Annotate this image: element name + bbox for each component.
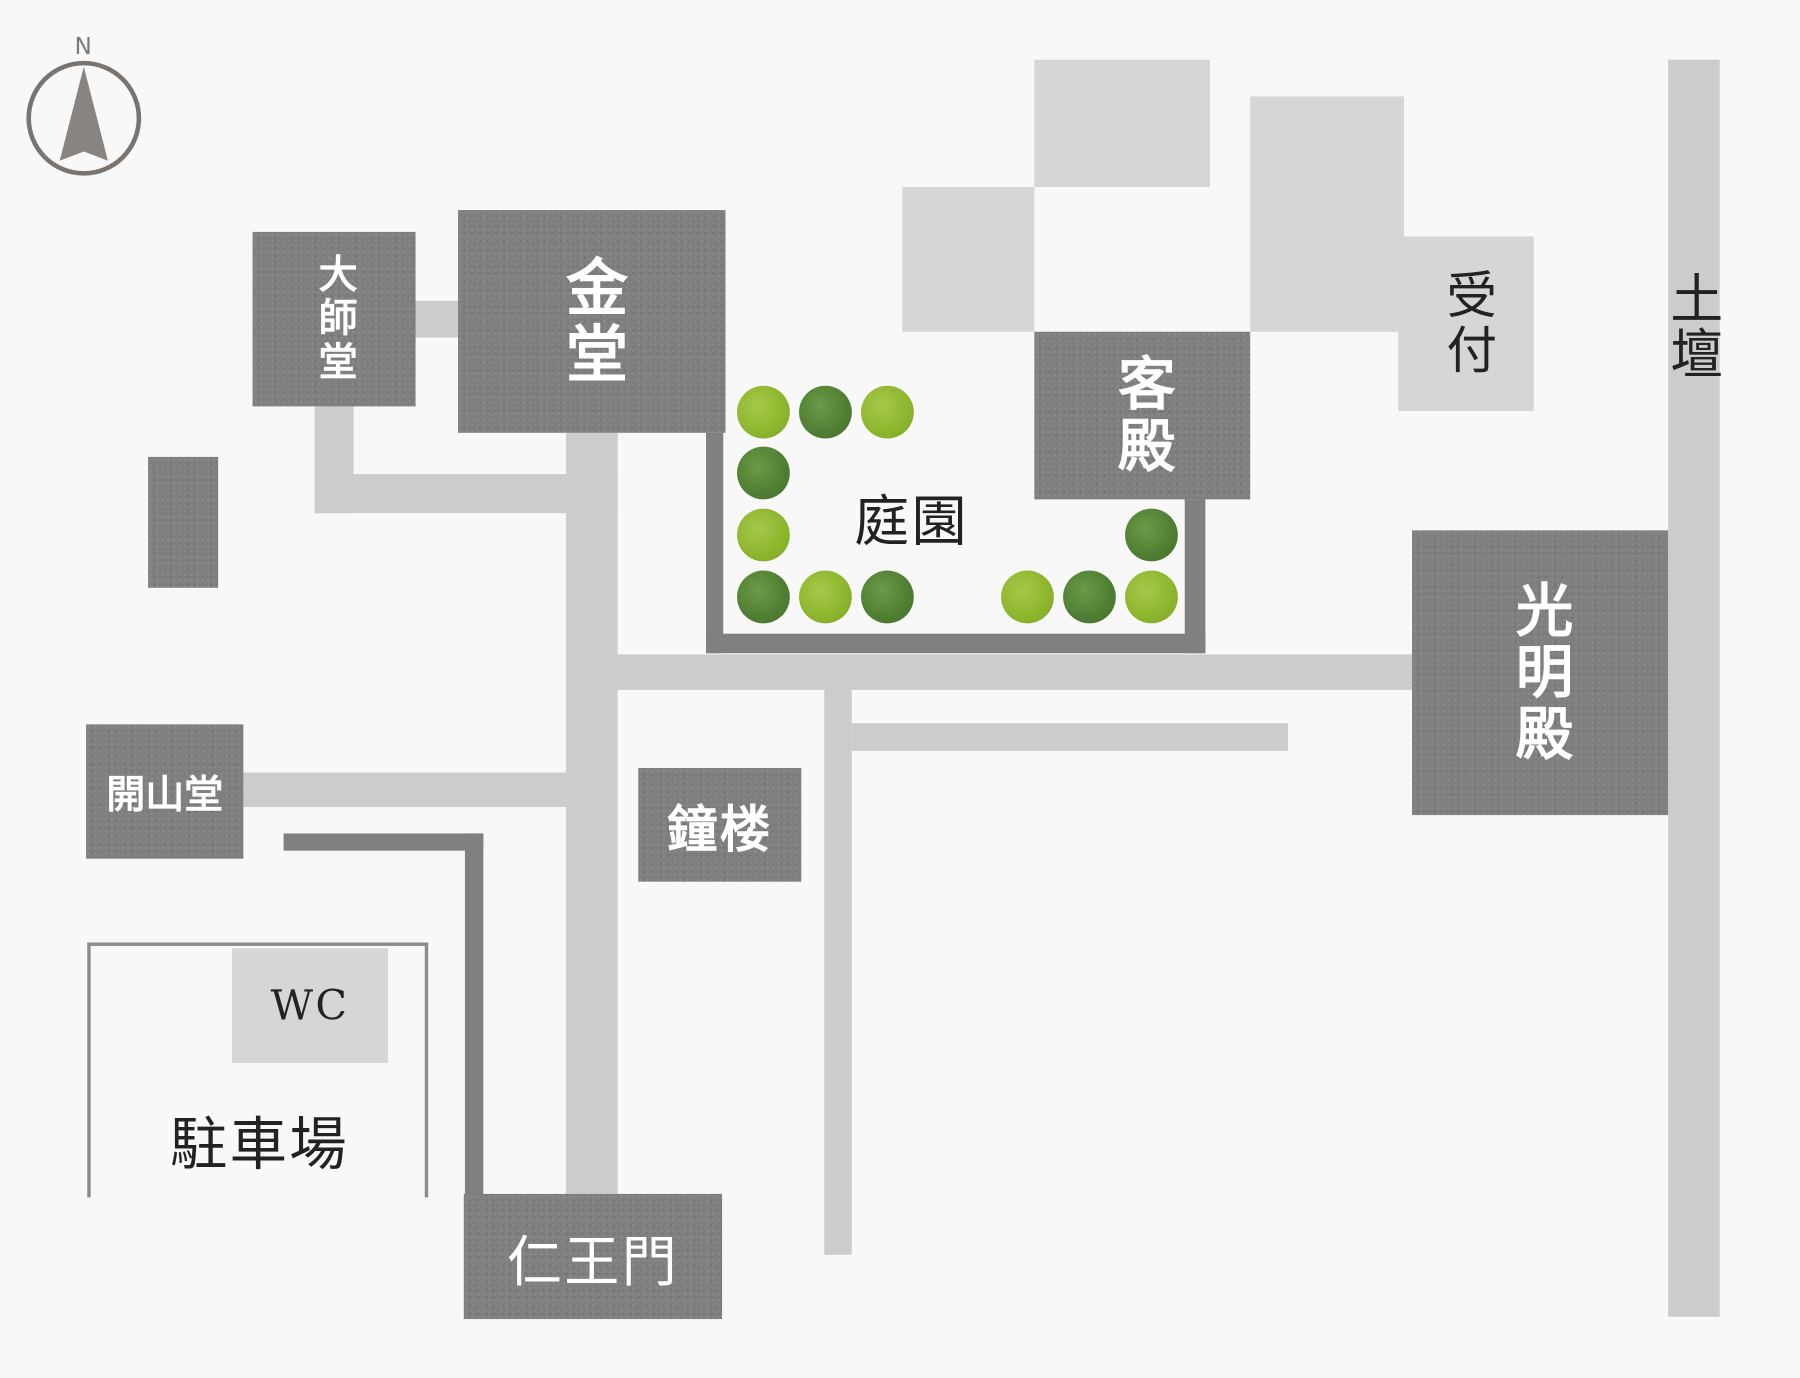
garden-tree (858, 383, 917, 441)
parking-label: 駐車場 (169, 1111, 349, 1178)
path-kaisando (243, 772, 566, 808)
annex-building-1 (1034, 59, 1210, 188)
kondo-label: 金堂 (555, 254, 629, 389)
garden-tree (734, 568, 793, 626)
fence-top (283, 833, 484, 851)
kaisando-building: 開山堂 (86, 724, 244, 859)
north-arrow-icon (26, 60, 142, 176)
garden-tree (858, 568, 917, 626)
wc-building: WC (231, 948, 389, 1064)
komyoden-building: 光明殿 (1412, 530, 1669, 816)
garden-tree (1060, 568, 1119, 626)
compass: N (25, 32, 142, 179)
kondo-building: 金堂 (458, 210, 726, 433)
garden-tree (734, 506, 793, 564)
compass-north-label: N (74, 32, 92, 60)
path-main-horizontal (617, 654, 1413, 690)
path-branch-horizontal (851, 723, 1289, 751)
annex-building-2 (902, 187, 1035, 332)
garden-tree (796, 383, 855, 441)
reception-label: 受付 (1437, 268, 1496, 379)
niomon-label: 仁王門 (506, 1230, 680, 1295)
garden-tree (1122, 506, 1181, 564)
garden-wall-left (706, 432, 724, 654)
kyakuden-label: 客殿 (1108, 353, 1177, 478)
garden-tree (796, 568, 855, 626)
path-connector-daishido-kondo (413, 300, 460, 338)
reception-building: 受付 (1398, 236, 1534, 411)
garden-wall-bottom (706, 633, 1206, 654)
kyakuden-building: 客殿 (1034, 331, 1251, 500)
garden-tree (1122, 568, 1181, 626)
garden-tree (734, 444, 793, 502)
komyoden-label: 光明殿 (1506, 579, 1575, 766)
fence-right (464, 833, 484, 1196)
dodan-label: 土壇 (1662, 270, 1725, 382)
path-dodan (1668, 59, 1720, 1317)
daishido-building: 大師堂 (252, 231, 416, 407)
small-building (148, 456, 219, 588)
niomon-building: 仁王門 (463, 1193, 723, 1320)
garden-tree (998, 568, 1057, 626)
shoro-building: 鐘楼 (638, 768, 802, 882)
path-branch-vertical (824, 688, 852, 1255)
path-main-vertical (565, 432, 618, 1194)
kaisando-label: 開山堂 (106, 772, 224, 819)
annex-building-3 (1250, 96, 1405, 332)
garden-label: 庭園 (854, 490, 969, 555)
garden-tree (734, 383, 793, 441)
wc-label: WC (270, 982, 350, 1030)
parking-outline (87, 942, 429, 1198)
garden-wall-right (1184, 499, 1206, 654)
shoro-label: 鐘楼 (666, 800, 773, 860)
daishido-label: 大師堂 (311, 253, 358, 385)
